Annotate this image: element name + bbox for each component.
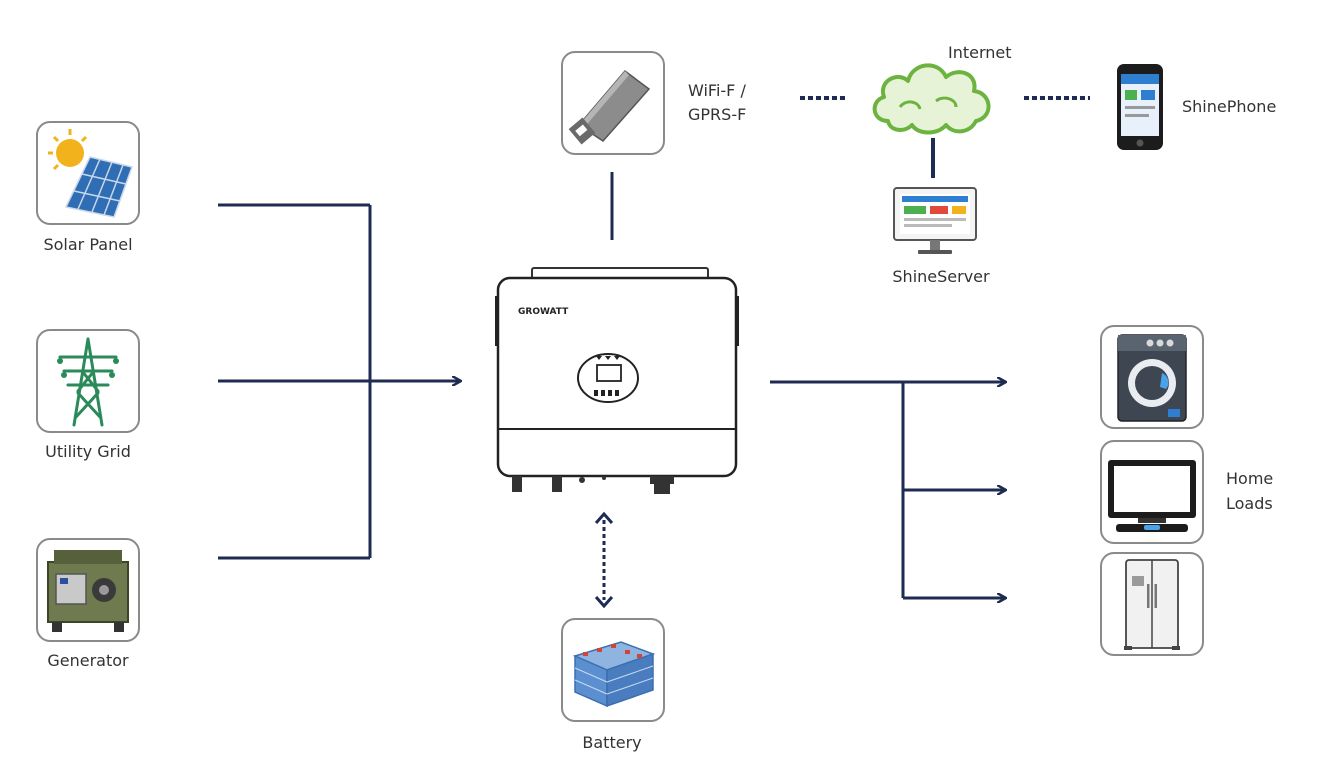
generator-box <box>36 538 140 642</box>
transmission-tower-icon <box>57 337 119 427</box>
washing-machine-box <box>1100 325 1204 429</box>
television-icon <box>1108 460 1196 532</box>
cloud-icon <box>872 63 991 135</box>
solar-panel-label: Solar Panel <box>43 235 133 254</box>
generator-label: Generator <box>47 651 129 670</box>
utility-grid-label: Utility Grid <box>45 442 131 461</box>
battery-box <box>561 618 665 722</box>
shine-server-label: ShineServer <box>892 267 990 286</box>
inverter: GROWATT <box>494 266 740 498</box>
internet-label: Internet <box>948 43 1012 62</box>
monitor-icon <box>893 187 977 254</box>
wifi-label-line1: WiFi-F / <box>688 81 746 100</box>
television-box <box>1100 440 1204 544</box>
wifi-dongle-box <box>561 51 665 155</box>
smartphone-icon <box>1117 64 1163 150</box>
wifi-label-line2: GPRS-F <box>688 105 747 124</box>
battery-icon <box>572 641 656 708</box>
shine-phone-label: ShinePhone <box>1182 97 1277 116</box>
generator-icon <box>47 550 129 632</box>
home-loads-label-line1: Home <box>1226 469 1274 488</box>
shine-phone <box>1115 62 1165 152</box>
inverter-icon: GROWATT <box>495 267 739 494</box>
washing-machine-icon <box>1117 334 1187 422</box>
refrigerator-icon <box>1124 559 1180 650</box>
shine-server <box>892 186 978 260</box>
battery-link <box>594 511 614 609</box>
solar-panel-icon <box>48 129 133 218</box>
wifi-dongle-icon <box>568 69 651 145</box>
load-bus <box>770 382 1005 598</box>
inverter-brand: GROWATT <box>518 307 569 317</box>
refrigerator-box <box>1100 552 1204 656</box>
internet-cloud <box>866 55 996 137</box>
battery-label: Battery <box>582 733 642 752</box>
home-loads-label-line2: Loads <box>1226 494 1273 513</box>
utility-grid-box <box>36 329 140 433</box>
solar-panel-box <box>36 121 140 225</box>
source-bus <box>218 203 460 560</box>
